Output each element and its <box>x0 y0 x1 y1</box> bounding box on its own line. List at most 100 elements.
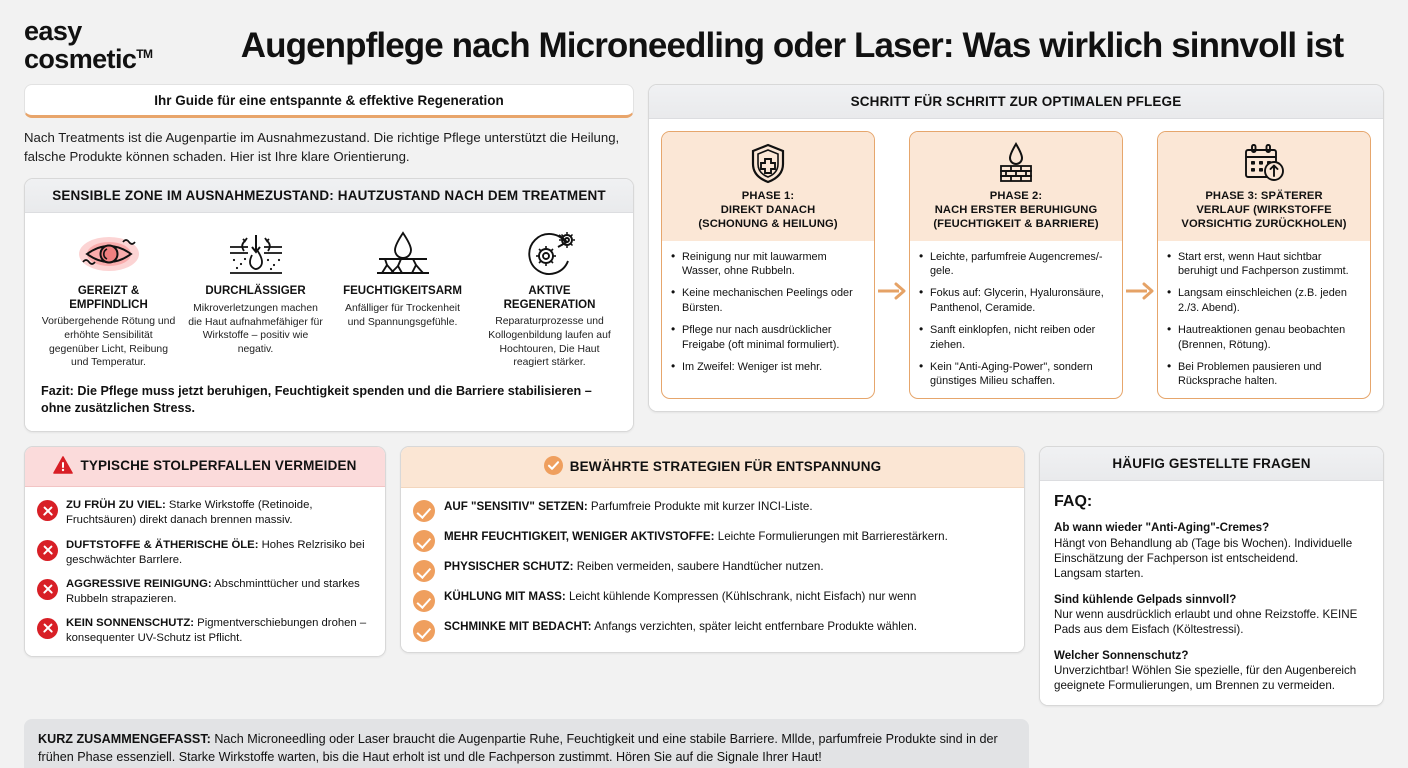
skin-item-title: FEUCHTIGKEITSARM <box>343 285 462 298</box>
left-column: Ihr Guide für eine entspannte & effektiv… <box>24 84 634 433</box>
warnings-column: TYPISCHE STOLPERFALLEN VERMEIDEN ZU FRÜH… <box>24 446 386 657</box>
warning-item-label: KEIN SONNENSCHUTZ: <box>66 616 195 629</box>
check-circle-icon <box>413 500 435 523</box>
strategies-column: BEWÄHRTE STRATEGIEN FÜR ENTSPANNUNG AUF … <box>400 446 1025 654</box>
phase-bullet: Pflege nur nach ausdrücklicher Freigabe … <box>670 322 865 352</box>
phase-arrow-2 <box>1123 131 1157 399</box>
warning-item-text: Abschminttücher und starkes Rubbeln stra… <box>66 577 360 605</box>
strategy-item-label: PHYSISCHER SCHUTZ: <box>444 560 574 574</box>
cross-circle-icon <box>37 539 58 561</box>
skin-item-desc: Vorübergehende Rötung und erhöhte Sensib… <box>41 315 176 369</box>
skin-item-desc: Reparaturprozesse und Kollogenbildung la… <box>488 315 611 369</box>
phase-bullet-list: Start erst, wenn Haut sichtbar beruhigt … <box>1158 241 1370 398</box>
faq-answer: Unverzichtbar! Wöhlen Sie spezielle, für… <box>1054 663 1357 693</box>
strategies-heading: BEWÄHRTE STRATEGIEN FÜR ENTSPANNUNG <box>401 447 1024 489</box>
phases-panel: SCHRITT FÜR SCHRITT ZUR OPTIMALEN PFLEGE <box>648 84 1384 412</box>
skin-condition-heading: SENSIBLE ZONE IM AUSNAHMEZUSTAND: HAUTZU… <box>25 179 633 214</box>
skin-item-title: GEREIZT & EMPFINDLICH <box>69 285 148 311</box>
cross-circle-icon <box>37 500 58 522</box>
check-circle-icon <box>413 560 435 583</box>
phase-bullet: Im Zweifel: Weniger ist mehr. <box>670 359 865 375</box>
warning-item: DUFTSTOFFE & ÄTHERISCHE ÖLE: Hohes Relzr… <box>37 538 373 568</box>
warning-item-label: AGGRESSIVE REINIGUNG: <box>66 577 212 590</box>
dry-skin-droplet-icon <box>335 227 470 279</box>
skin-permeability-icon <box>188 227 323 279</box>
irritated-eye-icon <box>41 227 176 279</box>
faq-label: FAQ: <box>1054 493 1093 511</box>
warning-item-label: DUFTSTOFFE & ÄTHERISCHE ÖLE: <box>66 538 259 551</box>
phase-title: PHASE 2: NACH ERSTER BERUHIGUNG (FEUCHTI… <box>933 190 1099 230</box>
skin-item-title: AKTIVE REGENERATION <box>503 285 596 311</box>
strategies-panel: BEWÄHRTE STRATEGIEN FÜR ENTSPANNUNG AUF … <box>400 446 1025 654</box>
top-row: Ihr Guide für eine entspannte & effektiv… <box>0 84 1408 433</box>
brand-logo-line1: easy <box>24 16 82 47</box>
check-circle-icon <box>413 530 435 553</box>
warning-item: KEIN SONNENSCHUTZ: Pigmentverschiebungen… <box>37 616 373 646</box>
faq-column: HÄUFIG GESTELLTE FRAGEN FAQ: Ab wann wie… <box>1039 446 1384 707</box>
summary-text: Nach Microneedling oder Laser braucht di… <box>38 732 998 765</box>
strategy-item-label: AUF "SENSITIV" SETZEN: <box>444 500 588 514</box>
phase-arrow-1 <box>875 131 909 399</box>
summary-label: KURZ ZUSAMMENGEFASST: <box>38 732 211 747</box>
phase-bullet: Hautreaktionen genau beobachten (Brennen… <box>1166 322 1361 352</box>
skin-condition-panel: SENSIBLE ZONE IM AUSNAHMEZUSTAND: HAUTZU… <box>24 178 634 433</box>
phase-title: PHASE 1: DIREKT DANACH (SCHONUNG & HEILU… <box>698 190 838 230</box>
phase-card-2: PHASE 2: NACH ERSTER BERUHIGUNG (FEUCHTI… <box>909 131 1123 399</box>
skin-item-regeneration: AKTIVE REGENERATION Reparaturprozesse un… <box>476 227 623 370</box>
phases-column: SCHRITT FÜR SCHRITT ZUR OPTIMALEN PFLEGE <box>648 84 1384 412</box>
page-header: easy cosmeticTM Augenpflege nach Microne… <box>0 0 1408 84</box>
cross-circle-icon <box>37 617 58 639</box>
phase-bullet: Reinigung nur mit lauwarmem Wasser, ohne… <box>670 249 865 279</box>
brand-logo-tm: TM <box>136 47 153 61</box>
warning-triangle-icon <box>53 456 74 477</box>
skin-item-durchlaessiger: DURCHLÄSSIGER Mikroverletzungen machen d… <box>182 227 329 370</box>
warnings-panel: TYPISCHE STOLPERFALLEN VERMEIDEN ZU FRÜH… <box>24 446 386 657</box>
warning-item-text: Pigmentverschiebungen drohen – konsequen… <box>66 616 367 644</box>
phase-bullet: Sanft einklopfen, nicht reiben oder zieh… <box>918 322 1113 352</box>
droplet-brick-wall-icon <box>916 142 1116 184</box>
phase-bullet: Leichte, parfumfreie Augencremes/-gele. <box>918 249 1113 279</box>
summary-bar: KURZ ZUSAMMENGEFASST: Nach Microneedling… <box>24 719 1029 768</box>
warning-item-text: Starke Wirkstoffe (Retinoide, Fruchtsäur… <box>66 499 313 527</box>
strategy-item: PHYSISCHER SCHUTZ: Reiben vermeiden, sau… <box>413 559 1012 583</box>
faq-heading: HÄUFIG GESTELLTE FRAGEN <box>1040 447 1383 482</box>
cross-circle-icon <box>37 578 58 600</box>
check-circle-icon <box>543 456 563 478</box>
phase-title: PHASE 3: SPÄTERER VERLAUF (WIRKSTOFFE VO… <box>1181 190 1347 230</box>
strategies-heading-text: BEWÄHRTE STRATEGIEN FÜR ENTSPANNUNG <box>569 459 882 475</box>
bottom-row: TYPISCHE STOLPERFALLEN VERMEIDEN ZU FRÜH… <box>0 432 1408 707</box>
strategy-item-text: Reiben vermeiden, saubere Handtücher nut… <box>573 560 824 574</box>
warnings-heading-text: TYPISCHE STOLPERFALLEN VERMEIDEN <box>80 458 357 474</box>
phase-bullet-list: Leichte, parfumfreie Augencremes/-gele. … <box>910 241 1122 398</box>
strategy-item-text: Leichte Formulierungen mit Barrierestärk… <box>714 530 948 544</box>
check-circle-icon <box>413 590 435 613</box>
phase-card-1: PHASE 1: DIREKT DANACH (SCHONUNG & HEILU… <box>661 131 875 399</box>
strategy-item: SCHMINKE MIT BEDACHT: Anfangs verzichten… <box>413 619 1012 643</box>
strategy-item-text: Anfangs verzichten, später leicht entfer… <box>591 620 917 634</box>
phase-bullet: Kein "Anti-Aging-Power", sondern günstig… <box>918 359 1113 389</box>
strategy-item: KÜHLUNG MIT MASS: Leicht kühlende Kompre… <box>413 589 1012 613</box>
shield-plus-icon <box>668 142 868 184</box>
page-title: Augenpflege nach Microneedling oder Lase… <box>240 26 1344 65</box>
phase-card-3: PHASE 3: SPÄTERER VERLAUF (WIRKSTOFFE VO… <box>1157 131 1371 399</box>
brand-logo: easy cosmeticTM <box>24 18 200 73</box>
faq-item: Sind kühlende Gelpads sinnvoll? Nur wenn… <box>1054 592 1369 637</box>
intro-paragraph: Nach Treatments ist die Augenpartie im A… <box>24 130 620 164</box>
faq-question: Ab wann wieder "Anti-Aging"-Cremes? <box>1054 521 1270 535</box>
faq-answer: Nur wenn ausdrücklich erlaubt und ohne R… <box>1054 607 1358 636</box>
phase-bullet-list: Reinigung nur mit lauwarmem Wasser, ohne… <box>662 241 874 398</box>
faq-item: Welcher Sonnenschutz? Unverzichtbar! Wöh… <box>1054 648 1369 693</box>
warning-item-text: Hohes Relzrisiko bei geschwächter Barrle… <box>66 538 365 566</box>
strategy-item-text: Parfumfreie Produkte mit kurzer INCI-Lis… <box>587 500 813 514</box>
skin-item-desc: Anfälliger für Trockenheit und Spannungs… <box>345 302 460 328</box>
faq-question: Welcher Sonnenschutz? <box>1054 648 1189 662</box>
phase-bullet: Langsam einschleichen (z.B. jeden 2./3. … <box>1166 285 1361 315</box>
skin-item-title: DURCHLÄSSIGER <box>205 285 306 298</box>
strategy-item-text: Leicht kühlende Kompressen (Kühlschrank,… <box>565 590 917 604</box>
strategy-item: MEHR FEUCHTIGKEIT, WENIGER AKTIVSTOFFE: … <box>413 529 1012 553</box>
faq-answer: Hängt von Behandlung ab (Tage bis Wochen… <box>1054 536 1353 580</box>
warning-item: ZU FRÜH ZU VIEL: Starke Wirkstoffe (Reti… <box>37 498 373 528</box>
check-circle-icon <box>413 620 435 643</box>
phase-bullet: Bei Problemen pausieren und Rücksprache … <box>1166 359 1361 389</box>
